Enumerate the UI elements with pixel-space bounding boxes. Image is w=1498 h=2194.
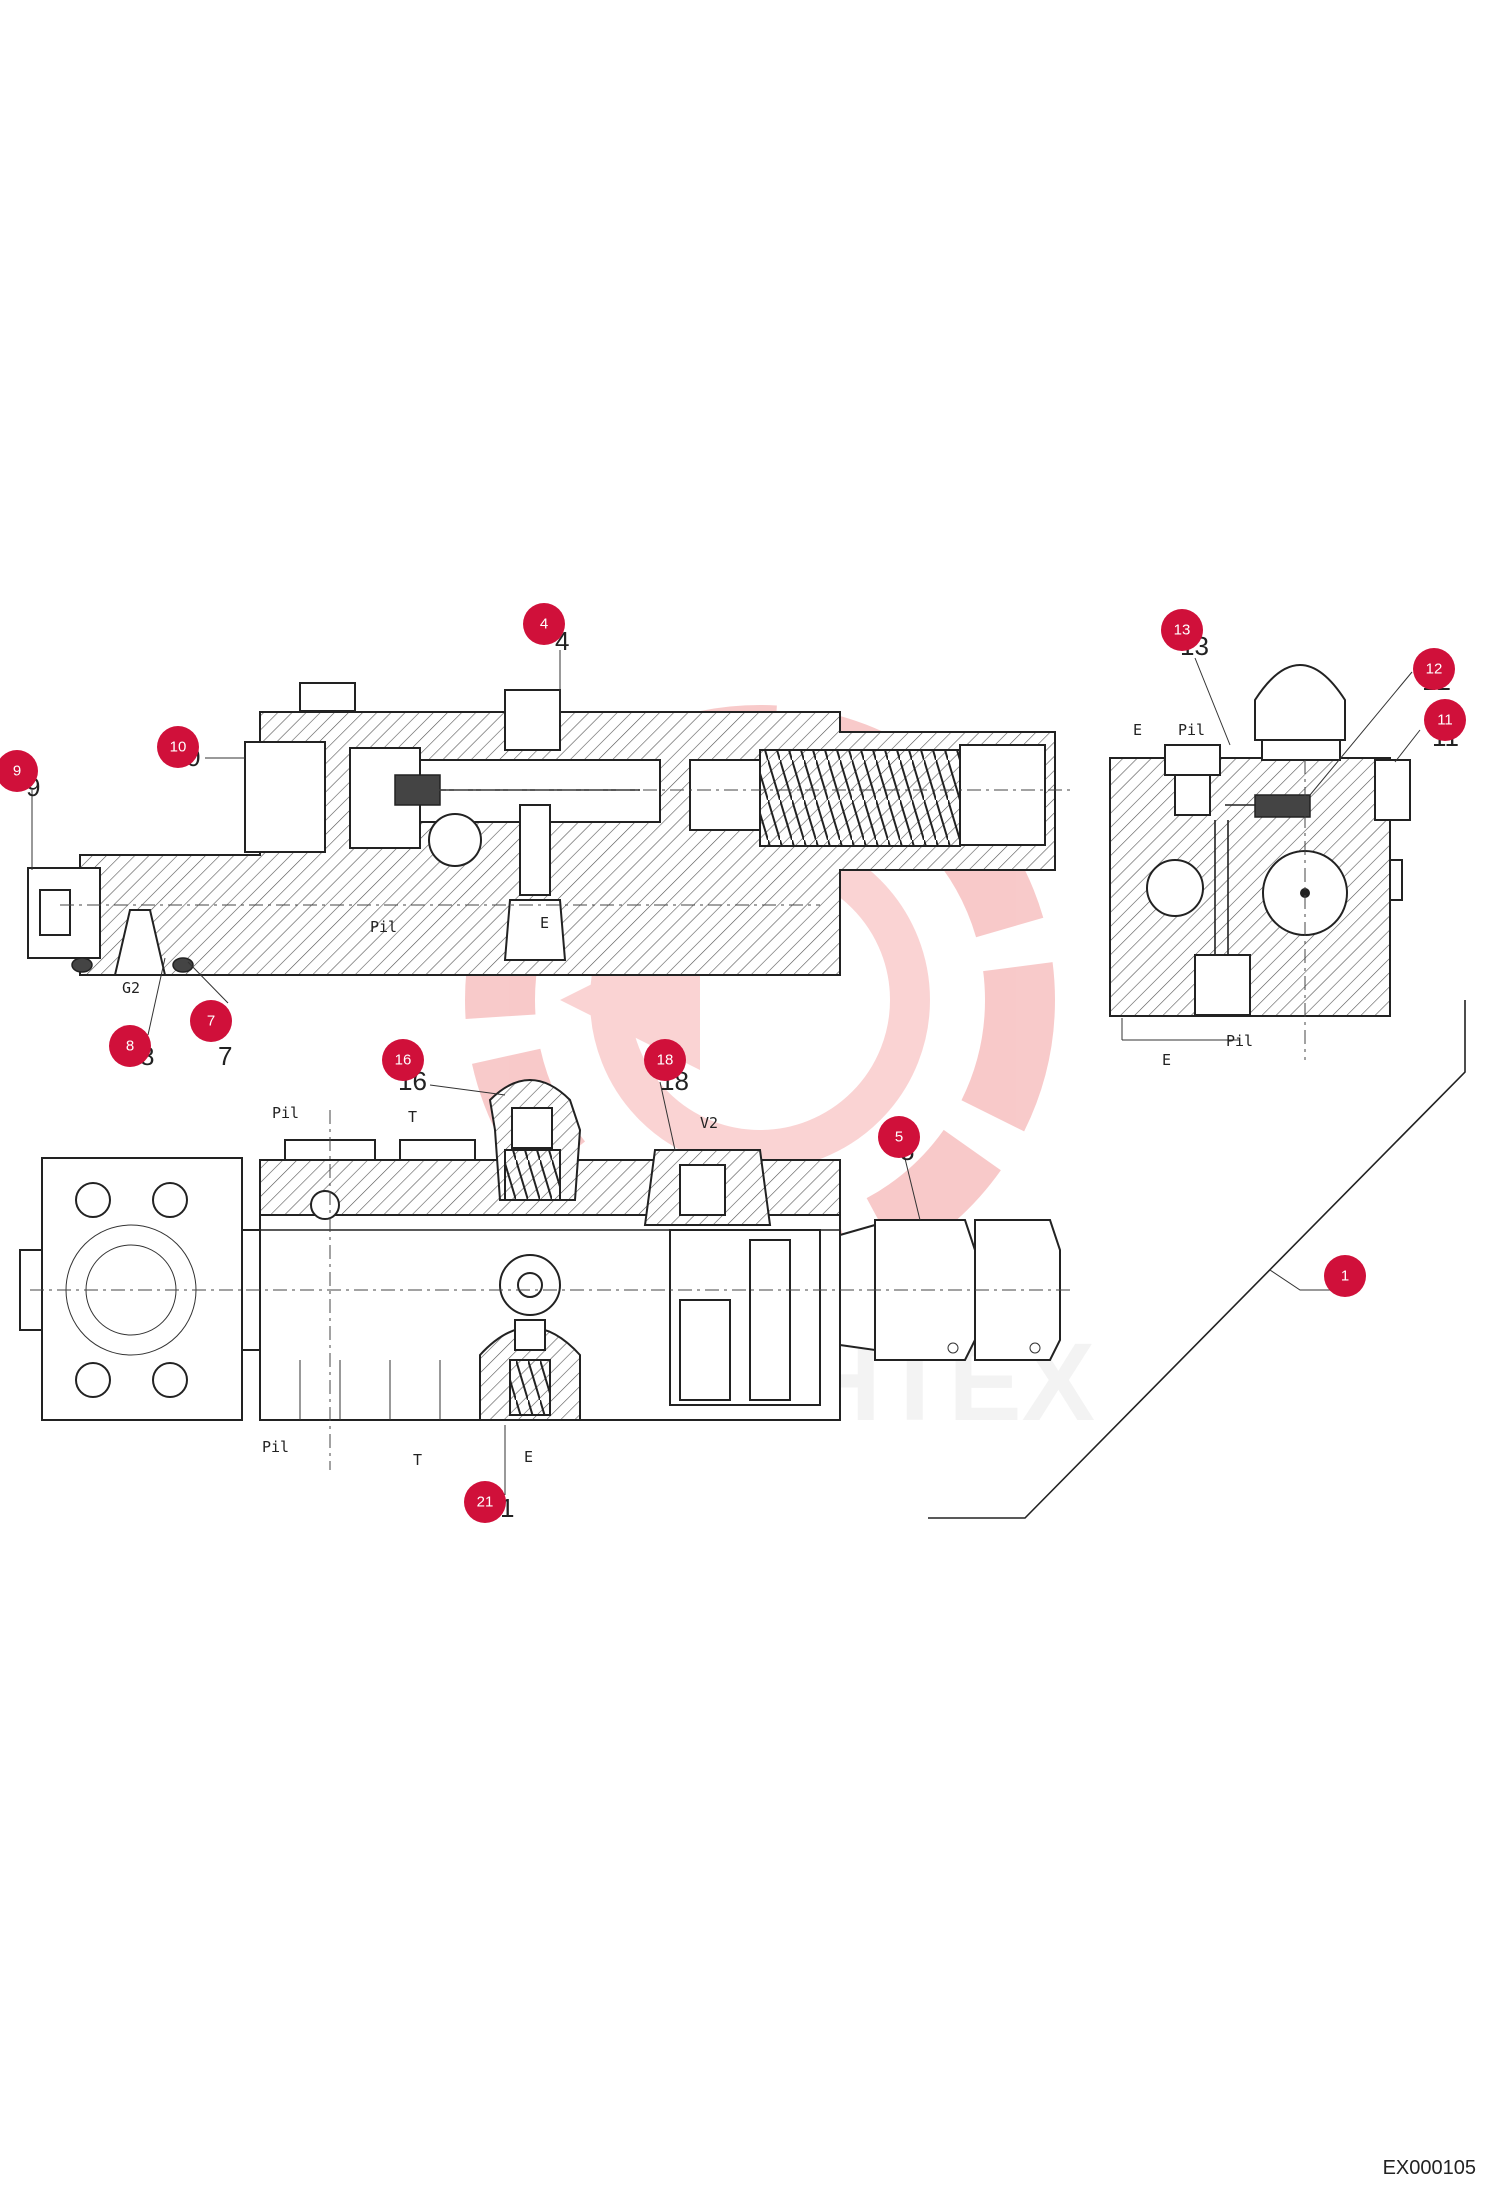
- svg-text:12: 12: [1426, 661, 1443, 678]
- svg-text:5: 5: [895, 1129, 903, 1146]
- svg-text:8: 8: [126, 1038, 134, 1055]
- bottom-exterior-view: Pil T V2 Pil T E: [19, 1079, 1070, 1470]
- item-number: 7: [218, 1041, 232, 1071]
- port-label: Pil: [1226, 1032, 1253, 1050]
- callout-21[interactable]: 21: [464, 1481, 506, 1523]
- port-label: V2: [700, 1114, 718, 1132]
- callout-16[interactable]: 16: [382, 1039, 424, 1081]
- svg-text:10: 10: [170, 739, 187, 756]
- svg-text:7: 7: [207, 1013, 215, 1030]
- callout-9[interactable]: 9: [0, 750, 38, 792]
- top-spring: [759, 749, 961, 847]
- port-label: Pil: [262, 1438, 289, 1456]
- port-label: E: [1162, 1051, 1171, 1069]
- callout-1[interactable]: 1: [1324, 1255, 1366, 1297]
- svg-text:9: 9: [13, 763, 21, 780]
- svg-text:13: 13: [1174, 622, 1191, 639]
- port-label: E: [1133, 721, 1142, 739]
- callout-18[interactable]: 18: [644, 1039, 686, 1081]
- callout-11[interactable]: 11: [1424, 699, 1466, 741]
- callout-5[interactable]: 5: [878, 1116, 920, 1158]
- side-section-view: E Pil Pil E: [1109, 664, 1411, 1069]
- svg-text:18: 18: [657, 1052, 674, 1069]
- port-label: T: [408, 1108, 417, 1126]
- callout-7[interactable]: 7: [190, 1000, 232, 1042]
- port-label: Pil: [1178, 721, 1205, 739]
- port-label: E: [524, 1448, 533, 1466]
- callout-10[interactable]: 10: [157, 726, 199, 768]
- svg-text:11: 11: [1437, 712, 1453, 729]
- port-label: G2: [122, 979, 140, 997]
- top-section-view: Pil E G2: [27, 682, 1070, 997]
- svg-text:4: 4: [540, 616, 548, 633]
- port-label: T: [413, 1451, 422, 1469]
- callout-markers: 4 10 9 8 7 13 12 11 16 18 5 1 21: [0, 603, 1466, 1523]
- callout-12[interactable]: 12: [1413, 648, 1455, 690]
- assembly-bracket: [928, 1000, 1466, 1519]
- callout-8[interactable]: 8: [109, 1025, 151, 1067]
- svg-text:16: 16: [395, 1052, 412, 1069]
- drawing-reference: EX000105: [1382, 2157, 1476, 2179]
- port-label: E: [540, 914, 549, 932]
- port-label: Pil: [272, 1104, 299, 1122]
- callout-4[interactable]: 4: [523, 603, 565, 645]
- callout-13[interactable]: 13: [1161, 609, 1203, 651]
- svg-text:21: 21: [477, 1494, 494, 1511]
- port-label: Pil: [370, 918, 397, 936]
- leader-lines: [31, 650, 1421, 1495]
- svg-text:1: 1: [1341, 1268, 1349, 1285]
